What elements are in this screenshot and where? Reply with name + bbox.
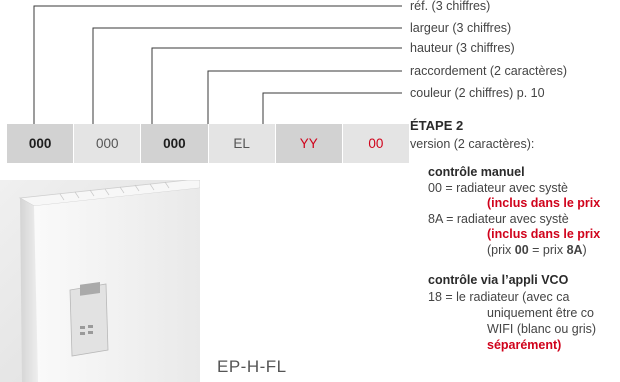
manuel-price-note: (prix 00 = prix 8A): [487, 243, 587, 257]
leader-couleur: [262, 92, 402, 124]
model-label: EP-H-FL: [217, 357, 287, 376]
code-cell-couleur: YY: [275, 124, 343, 163]
leader-largeur: [92, 27, 402, 124]
controle-app-heading: contrôle via l’appli VCO: [428, 273, 569, 287]
leader-hauteur: [151, 47, 402, 124]
label-hauteur: hauteur (3 chiffres): [410, 41, 515, 55]
leader-raccordement: [207, 70, 402, 124]
manuel-line-00-price: (inclus dans le prix: [487, 196, 601, 210]
app-line-3: WIFI (blanc ou gris): [487, 322, 597, 336]
code-cell-version: 00: [342, 124, 410, 163]
manuel-line-8a: 8A = radiateur avec systè: [428, 212, 569, 226]
code-cell-raccordement: EL: [208, 124, 276, 163]
version-label: version (2 caractères):: [410, 137, 535, 151]
code-cell-largeur: 000: [74, 124, 142, 163]
product-code-row: 000 000 000 EL YY 00: [7, 124, 410, 163]
leader-ref: [33, 5, 402, 124]
app-line-4: séparément): [487, 338, 562, 352]
manuel-line-8a-price: (inclus dans le prix: [487, 227, 601, 241]
radiator-photo: [0, 180, 200, 382]
label-couleur: couleur (2 chiffres) p. 10: [410, 86, 545, 100]
label-raccordement: raccordement (2 caractères): [410, 64, 568, 78]
label-ref: réf. (3 chiffres): [410, 0, 491, 13]
code-cell-hauteur: 000: [141, 124, 209, 163]
controle-manuel-heading: contrôle manuel: [428, 165, 525, 179]
etape-title: ÉTAPE 2: [410, 118, 464, 133]
app-line-18: 18 = le radiateur (avec ca: [428, 290, 570, 304]
label-largeur: largeur (3 chiffres): [410, 21, 512, 35]
code-cell-ref: 000: [7, 124, 75, 163]
manuel-line-00: 00 = radiateur avec systè: [428, 181, 569, 195]
app-line-2: uniquement être co: [487, 306, 595, 320]
